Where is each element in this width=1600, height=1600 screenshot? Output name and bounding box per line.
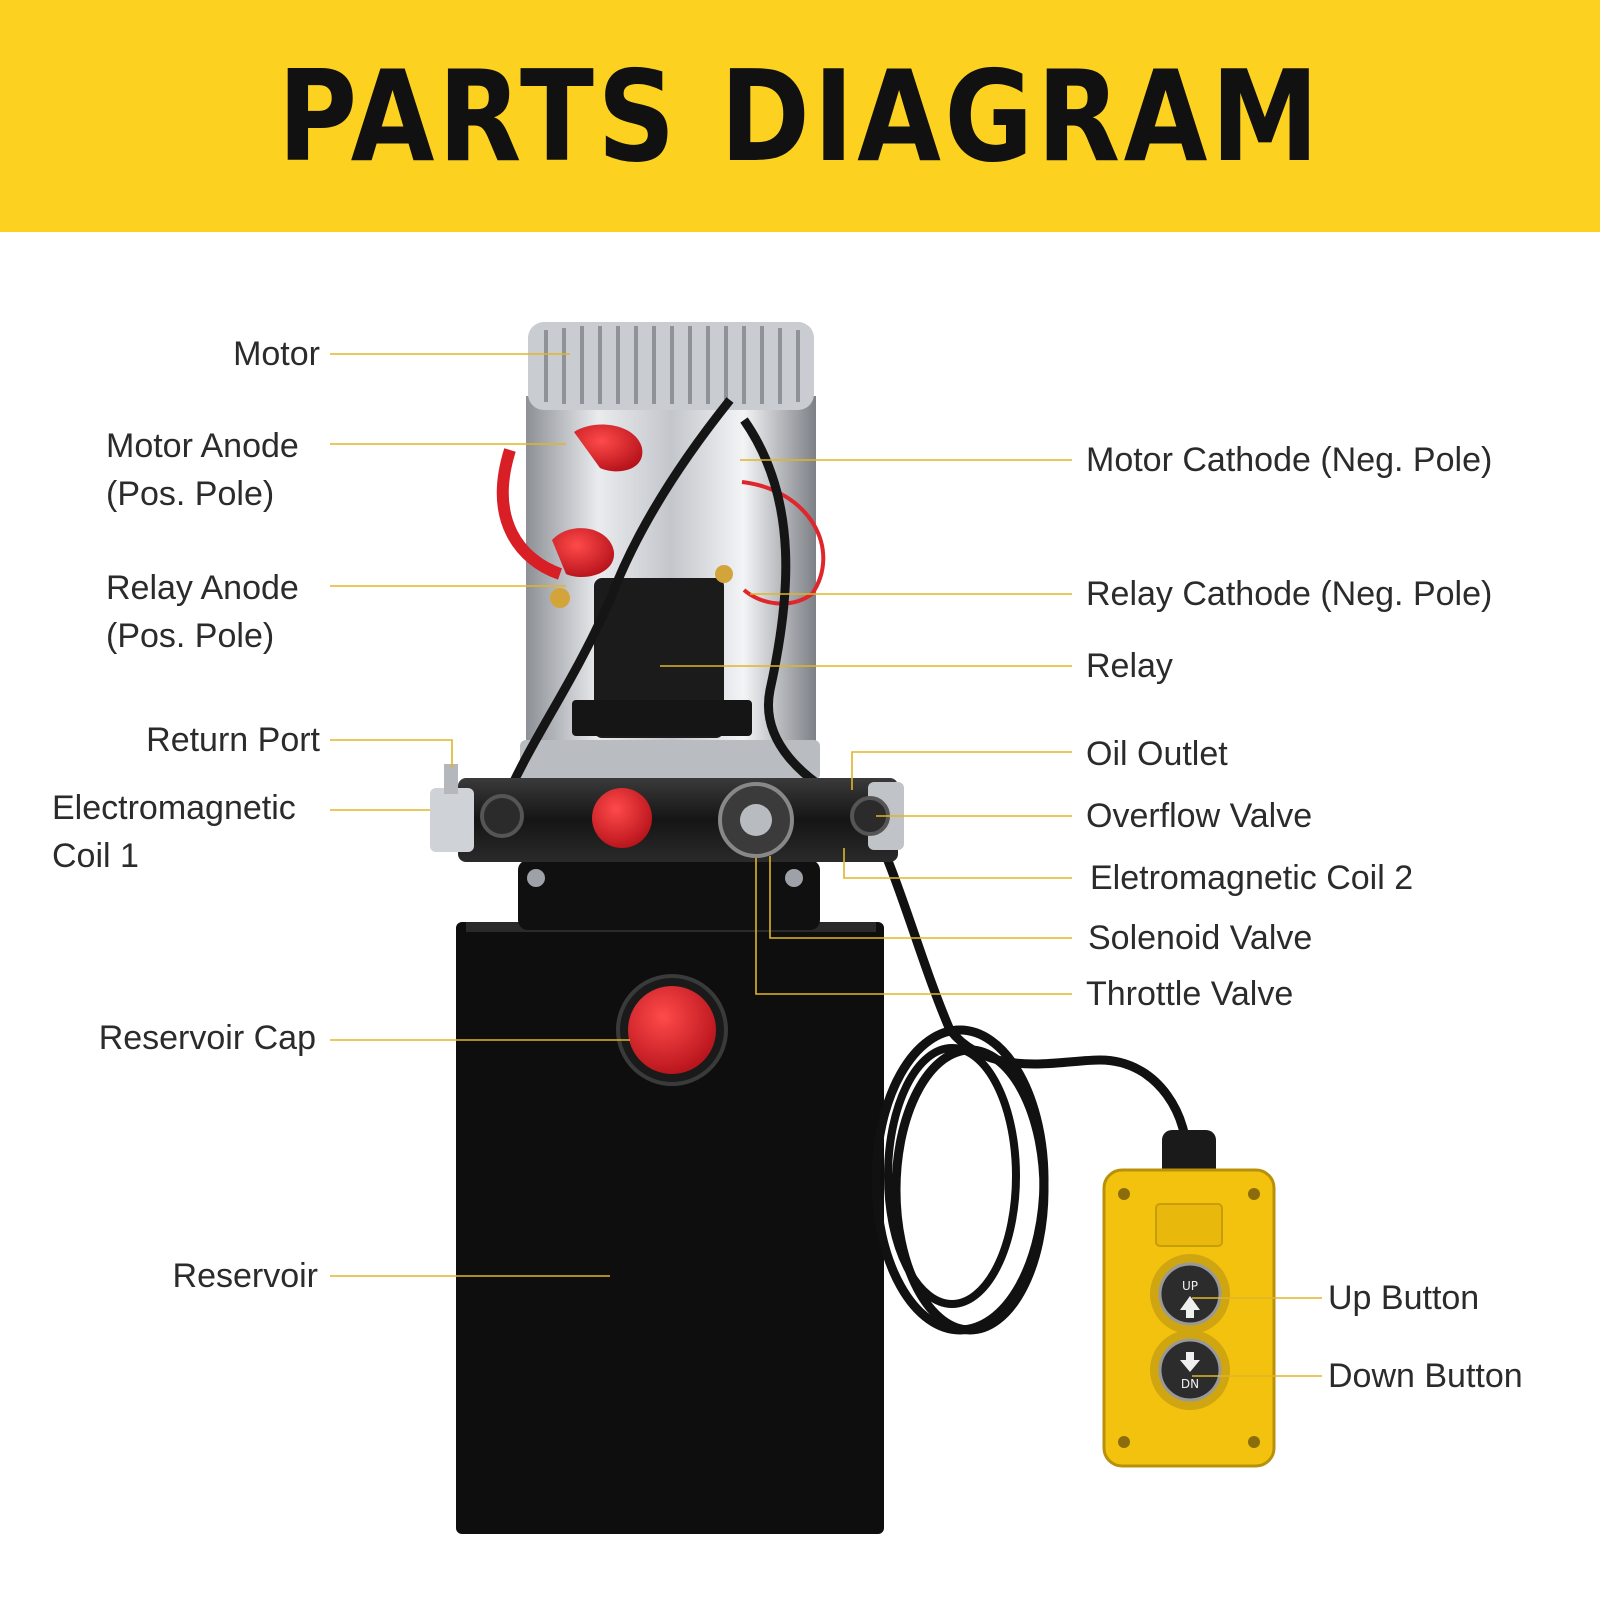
pendant-screw-br	[1248, 1436, 1260, 1448]
return-port-fitting	[444, 764, 458, 794]
throttle-valve-center	[740, 804, 772, 836]
label-relay-anode-line1: Relay Anode	[106, 569, 299, 607]
leader-em-coil-2	[843, 848, 1072, 879]
up-arrow-icon	[1180, 1296, 1200, 1318]
reservoir-tank	[456, 922, 884, 1534]
label-reservoir: Reservoir	[173, 1252, 318, 1300]
label-throttle-valve: Throttle Valve	[1086, 970, 1293, 1018]
label-solenoid-valve: Solenoid Valve	[1088, 914, 1312, 962]
label-relay: Relay	[1086, 642, 1173, 690]
label-relay-text: Relay	[1086, 647, 1173, 685]
label-down-button: Down Button	[1328, 1352, 1523, 1400]
relay-anode-boot	[552, 528, 615, 578]
label-reservoir-cap-text: Reservoir Cap	[98, 1019, 316, 1057]
label-em-coil-2: Eletromagnetic Coil 2	[1090, 854, 1413, 902]
pendant-cable-gland	[1162, 1130, 1216, 1178]
label-overflow-valve-text: Overflow Valve	[1086, 797, 1313, 835]
label-reservoir-text: Reservoir	[172, 1257, 318, 1295]
label-motor-cathode: Motor Cathode (Neg. Pole)	[1086, 436, 1492, 484]
label-throttle-valve-text: Throttle Valve	[1086, 975, 1294, 1013]
leader-solenoid-valve	[769, 856, 1072, 939]
label-return-port-text: Return Port	[146, 721, 320, 759]
manifold-side-left	[430, 788, 474, 852]
coil-1-cap	[480, 794, 524, 838]
label-em-coil-1-line1: Electromagnetic	[52, 789, 296, 827]
black-cable-left	[495, 397, 734, 814]
label-oil-outlet: Oil Outlet	[1086, 730, 1228, 778]
motor-anode-boot	[574, 424, 643, 472]
pendant-screw-tl	[1118, 1188, 1130, 1200]
label-relay-anode: Relay Anode (Pos. Pole)	[106, 564, 299, 660]
relay-body	[594, 578, 724, 738]
motor-fins	[544, 326, 800, 404]
up-button-text: UP	[1182, 1279, 1198, 1293]
leader-throttle-valve	[755, 858, 1072, 995]
label-motor-anode-line2: (Pos. Pole)	[106, 475, 275, 513]
relay-terminal-right	[715, 565, 733, 583]
leader-oil-outlet	[851, 751, 1072, 790]
down-button-text: DN	[1181, 1377, 1199, 1391]
label-up-button: Up Button	[1328, 1274, 1479, 1322]
header-banner: PARTS DIAGRAM	[0, 0, 1600, 232]
red-cable-loop	[496, 448, 563, 580]
reservoir-cap	[628, 986, 716, 1074]
label-down-button-text: Down Button	[1328, 1357, 1523, 1395]
black-cable-right	[740, 417, 864, 815]
label-relay-anode-line2: (Pos. Pole)	[106, 617, 275, 655]
label-return-port: Return Port	[146, 716, 320, 764]
label-em-coil-2-text: Eletromagnetic Coil 2	[1090, 859, 1414, 897]
label-up-button-text: Up Button	[1328, 1279, 1480, 1317]
label-motor-anode: Motor Anode (Pos. Pole)	[106, 422, 299, 518]
label-motor-cathode-text: Motor Cathode (Neg. Pole)	[1086, 441, 1493, 479]
relay-terminal-left	[550, 588, 570, 608]
label-em-coil-1: Electromagnetic Coil 1	[52, 784, 296, 880]
label-relay-cathode: Relay Cathode (Neg. Pole)	[1086, 570, 1492, 618]
up-button-face[interactable]	[1158, 1262, 1222, 1326]
label-motor-text: Motor	[233, 335, 320, 373]
relay-foot	[572, 700, 752, 736]
collar-bolt-left	[527, 869, 545, 887]
label-em-coil-1-line2: Coil 1	[52, 837, 139, 875]
label-overflow-valve: Overflow Valve	[1086, 792, 1312, 840]
leader-return-port	[330, 739, 453, 768]
label-relay-cathode-text: Relay Cathode (Neg. Pole)	[1086, 575, 1493, 613]
pendant-screw-bl	[1118, 1436, 1130, 1448]
leader-lines	[330, 353, 1322, 1377]
collar-bolt-right	[785, 869, 803, 887]
page-title: PARTS DIAGRAM	[277, 43, 1323, 190]
pump-collar	[518, 860, 820, 930]
motor-base-ring	[520, 740, 820, 780]
overflow-valve-knob	[592, 788, 652, 848]
pendant-label-area	[1155, 1203, 1223, 1247]
label-reservoir-cap: Reservoir Cap	[99, 1014, 316, 1062]
label-solenoid-valve-text: Solenoid Valve	[1088, 919, 1313, 957]
label-motor: Motor	[233, 330, 320, 378]
coiled-cable-3	[884, 1044, 1020, 1308]
manifold-block	[458, 778, 898, 862]
label-motor-anode-line1: Motor Anode	[106, 427, 299, 465]
down-arrow-icon	[1180, 1352, 1200, 1372]
label-oil-outlet-text: Oil Outlet	[1086, 735, 1228, 773]
red-signal-wire	[741, 480, 826, 606]
pendant-screw-tr	[1248, 1188, 1260, 1200]
